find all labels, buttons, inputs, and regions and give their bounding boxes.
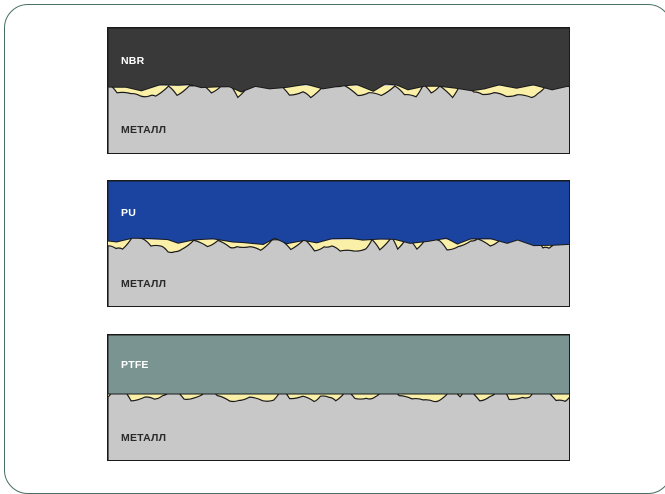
panel-ptfe-metal-label: МЕТАЛЛ — [121, 432, 167, 444]
panel-nbr-graphic — [108, 28, 569, 153]
panel-pu-material-label: PU — [121, 207, 136, 219]
panel-ptfe: PTFE МЕТАЛЛ — [107, 334, 570, 461]
panel-ptfe-graphic — [108, 335, 569, 460]
top-material-layer — [108, 181, 569, 247]
panel-pu-metal-label: МЕТАЛЛ — [121, 278, 167, 290]
panel-pu: PU МЕТАЛЛ — [107, 180, 570, 307]
metal-surface — [108, 386, 569, 460]
panel-nbr-material-label: NBR — [121, 55, 145, 67]
top-material-layer — [108, 335, 569, 395]
top-material-layer — [108, 28, 569, 93]
panel-ptfe-material-label: PTFE — [121, 359, 149, 371]
panel-nbr: NBR МЕТАЛЛ — [107, 27, 570, 154]
panel-pu-graphic — [108, 181, 569, 306]
panel-nbr-metal-label: МЕТАЛЛ — [121, 124, 167, 136]
